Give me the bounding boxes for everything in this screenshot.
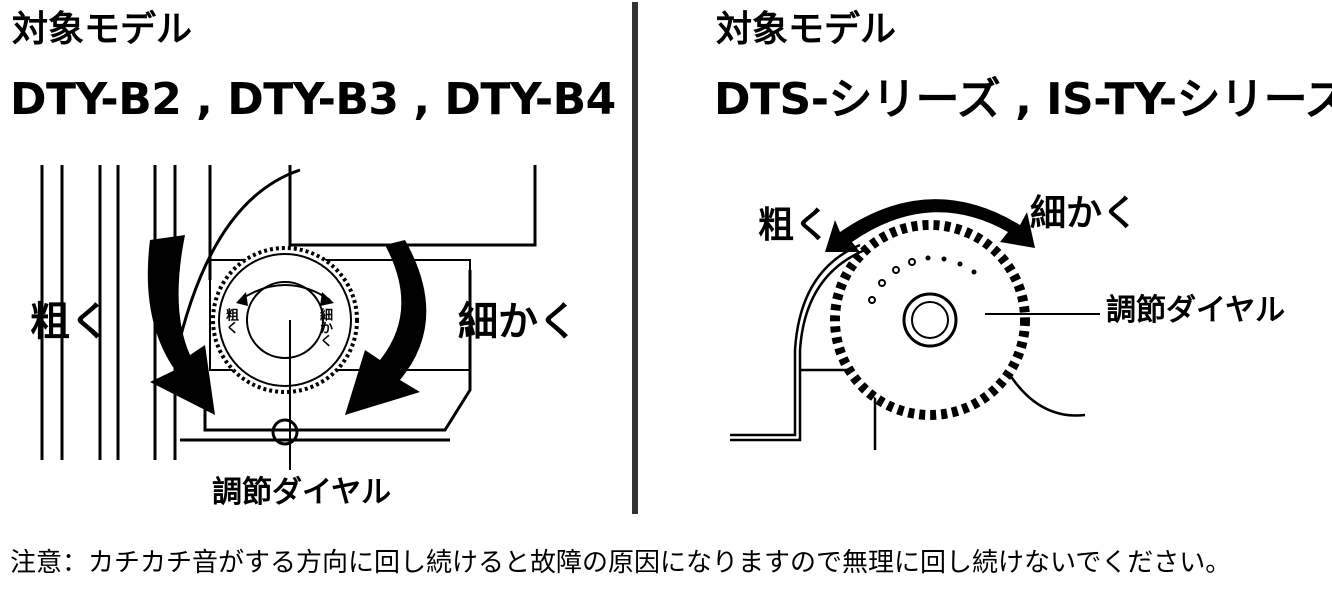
left-dial-illustration [40, 165, 537, 470]
right-heading: 対象モデル [716, 9, 897, 50]
right-gear [830, 220, 1030, 420]
right-dial-illustration [730, 199, 1100, 450]
center-divider [632, 2, 638, 514]
caution-note: 注意：カチカチ音がする方向に回し続けると故障の原因になりますので無理に回し続けな… [10, 548, 1232, 578]
right-double-arrow [825, 199, 1035, 252]
right-coarse-label: 粗く [758, 205, 831, 246]
left-model-list: DTY-B2 , DTY-B3 , DTY-B4 [10, 74, 616, 125]
left-coarse-arrow [147, 235, 215, 415]
right-model-list: DTS-シリーズ , IS-TY-シリーズ [714, 74, 1332, 125]
right-dial-label: 調節ダイヤル [1106, 293, 1286, 328]
left-dial-label: 調節ダイヤル [212, 475, 392, 510]
left-heading: 対象モデル [12, 9, 193, 50]
left-dial-text-fine: 細かく [317, 308, 332, 347]
left-coarse-label: 粗く [30, 299, 110, 345]
left-dial-text-coarse: 粗く [223, 308, 238, 334]
right-fine-label: 細かく [1030, 193, 1139, 234]
left-fine-arrow [345, 240, 427, 415]
left-fine-label: 細かく [458, 299, 578, 345]
